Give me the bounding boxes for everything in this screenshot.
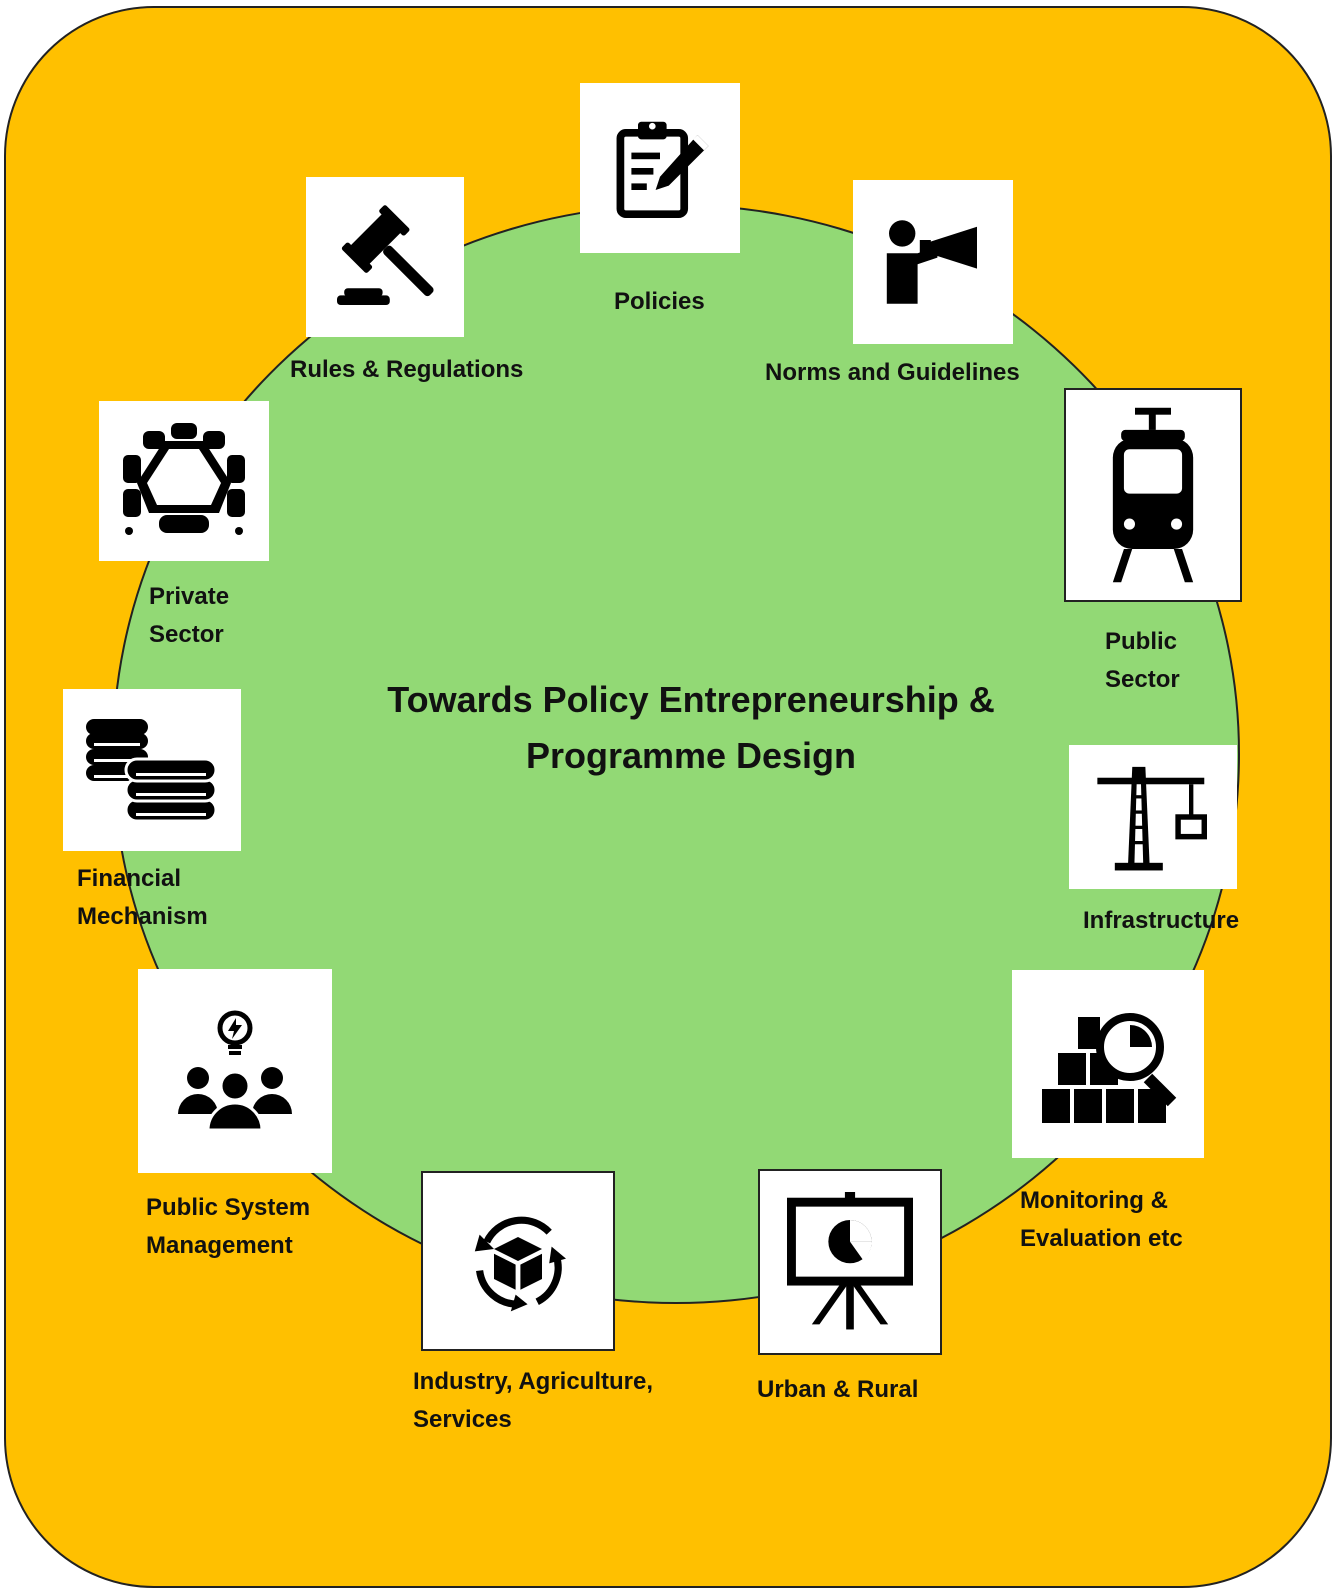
conference-table-icon	[99, 401, 269, 561]
industry-agriculture-services-label: Industry, Agriculture, Services	[413, 1368, 654, 1433]
center-title-line-2: Programme Design	[525, 735, 857, 776]
boxes-magnifier-icon	[1012, 970, 1204, 1158]
team-idea-icon	[138, 969, 332, 1173]
public-system-management-label: Public System Management	[146, 1194, 311, 1259]
private-sector-label: Private Sector	[149, 583, 230, 648]
clipboard-pencil-icon	[580, 83, 740, 253]
financial-mechanism-label: Financial Mechanism	[77, 865, 208, 930]
center-title: Towards Policy Entrepreneurship & Progra…	[346, 672, 1036, 784]
public-sector-label: Public Sector	[1105, 628, 1180, 693]
rules-regulations-label: Rules & Regulations	[290, 356, 524, 383]
crane-icon	[1069, 745, 1237, 889]
outer-frame: Towards Policy Entrepreneurship & Progra…	[4, 6, 1332, 1588]
infrastructure-label: Infrastructure	[1083, 907, 1240, 934]
presentation-chart-icon	[758, 1169, 942, 1355]
monitoring-evaluation-label: Monitoring & Evaluation etc	[1020, 1187, 1183, 1252]
coins-icon	[63, 689, 241, 851]
urban-rural-label: Urban & Rural	[757, 1376, 919, 1403]
norms-guidelines-label: Norms and Guidelines	[765, 359, 1020, 386]
gavel-icon	[306, 177, 464, 337]
center-title-line-1: Towards Policy Entrepreneurship &	[387, 679, 995, 720]
policies-label: Policies	[614, 288, 705, 315]
recycle-box-icon	[421, 1171, 615, 1351]
tram-icon	[1064, 388, 1242, 602]
megaphone-speaker-icon	[853, 180, 1013, 344]
